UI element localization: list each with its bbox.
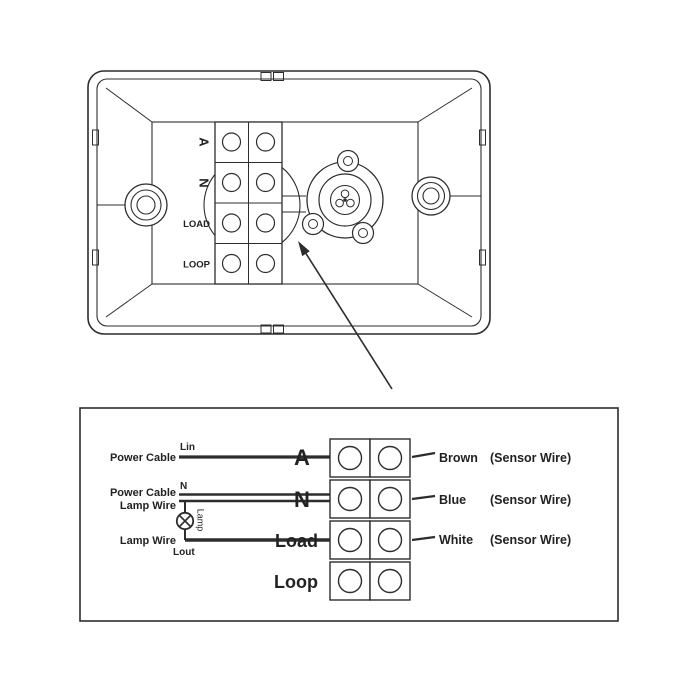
- wires: [179, 451, 436, 542]
- label-lamp-wire-3: Lamp Wire: [120, 535, 176, 547]
- label-brown-sensor-wire: (Sensor Wire): [490, 451, 571, 465]
- terminal-label-a: A: [294, 445, 310, 470]
- label-power-cable-1: Power Cable: [110, 452, 176, 464]
- label-power-cable-2: Power Cable: [110, 487, 176, 499]
- knockout-right: [411, 176, 481, 216]
- terminal-block-schematic: [329, 438, 411, 601]
- terminal-label-loop: Loop: [274, 572, 318, 592]
- fixture-top-view: A N LOAD LOOP: [87, 70, 491, 335]
- label-white: White: [439, 533, 473, 547]
- terminal-labels-top: A N LOAD LOOP: [183, 137, 211, 270]
- knockout-left: [97, 183, 168, 227]
- label-brown: Brown: [439, 451, 478, 465]
- sensor-head: [301, 149, 384, 245]
- terminal-block-top: [214, 121, 283, 285]
- label-lamp-wire-2: Lamp Wire: [120, 500, 176, 512]
- label-lin: Lin: [180, 442, 195, 453]
- terminal-label-load: Load: [275, 531, 318, 551]
- label-white-sensor-wire: (Sensor Wire): [490, 533, 571, 547]
- stub-blue: [411, 494, 436, 501]
- sensor-bridge: [282, 195, 306, 213]
- label-lamp: Lamp: [196, 509, 206, 532]
- label-n-wire: N: [180, 481, 187, 492]
- top-label-a: A: [197, 137, 212, 147]
- top-label-load: LOAD: [183, 219, 210, 230]
- stub-brown: [411, 451, 436, 459]
- wiring-panel: Power Cable Lin A Brown (Sensor Wire) Po…: [79, 407, 619, 622]
- lamp-icon: [175, 511, 195, 531]
- stub-white: [411, 535, 436, 542]
- label-lout: Lout: [173, 547, 195, 558]
- label-blue-sensor-wire: (Sensor Wire): [490, 493, 571, 507]
- top-label-n: N: [197, 178, 212, 187]
- pointer-arrow: [298, 241, 393, 390]
- fan-icon: [335, 189, 355, 208]
- terminal-label-n: N: [294, 487, 310, 512]
- mounting-clips: [92, 72, 486, 334]
- label-blue: Blue: [439, 493, 466, 507]
- top-label-loop: LOOP: [183, 260, 211, 271]
- wiring-labels: Power Cable Lin A Brown (Sensor Wire) Po…: [110, 442, 571, 592]
